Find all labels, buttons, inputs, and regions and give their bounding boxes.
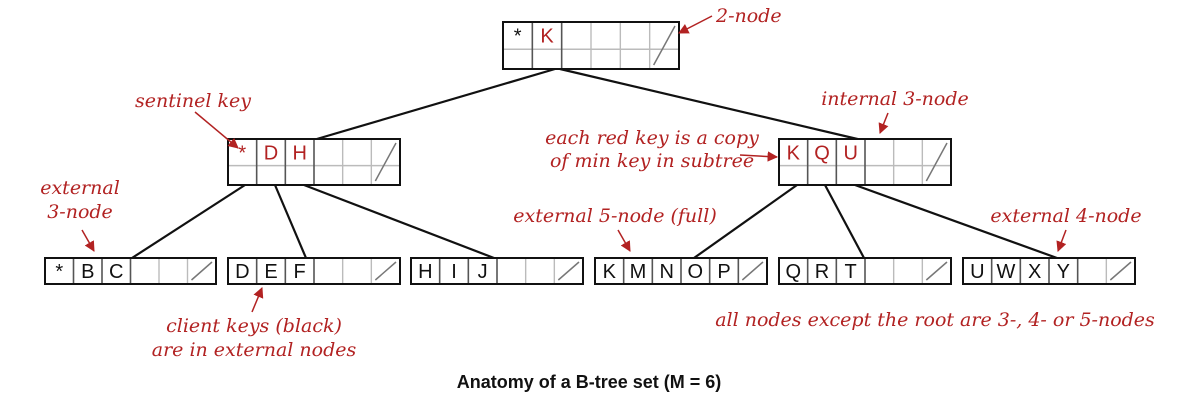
node-key: * bbox=[514, 26, 522, 48]
node-key: * bbox=[55, 261, 63, 283]
node-key: O bbox=[688, 261, 704, 283]
null-slot-slash bbox=[191, 261, 213, 281]
btree-node-root: *K bbox=[502, 21, 680, 70]
null-slot-slash bbox=[925, 261, 948, 281]
null-slot-slash bbox=[374, 261, 397, 281]
node-key: H bbox=[292, 142, 306, 164]
node-key: E bbox=[264, 261, 277, 283]
node-key: K bbox=[603, 261, 617, 283]
label-red-key-line1: each red key is a copy bbox=[545, 127, 759, 149]
node-border bbox=[778, 138, 952, 186]
edge-right-leaf4 bbox=[693, 184, 798, 259]
label-client-keys-line2: are in external nodes bbox=[152, 339, 357, 361]
null-slot-slash bbox=[557, 261, 580, 281]
label-external-3-node-line2: 3-node bbox=[47, 201, 113, 223]
label-sentinel-key: sentinel key bbox=[135, 90, 251, 112]
label-red-key-line2: of min key in subtree bbox=[550, 150, 754, 172]
label-external-4-node: external 4-node bbox=[990, 205, 1141, 227]
node-key: * bbox=[238, 142, 246, 164]
label-client-keys-line1: client keys (black) bbox=[166, 315, 342, 337]
edge-root-right bbox=[559, 67, 867, 143]
node-key: B bbox=[81, 261, 94, 283]
node-key: N bbox=[659, 261, 673, 283]
node-key: U bbox=[843, 142, 857, 164]
annotation-arrows bbox=[81, 15, 1067, 313]
node-border bbox=[594, 257, 768, 285]
arrow-external-3-node bbox=[81, 229, 95, 252]
node-key: J bbox=[478, 261, 488, 283]
node-key: U bbox=[970, 261, 984, 283]
node-border bbox=[227, 257, 401, 285]
edge-root-left bbox=[309, 67, 556, 143]
node-key: C bbox=[109, 261, 123, 283]
null-slot-slash bbox=[925, 142, 948, 182]
node-key: Q bbox=[814, 142, 830, 164]
null-slot-slash bbox=[653, 25, 676, 66]
node-key: K bbox=[787, 142, 801, 164]
arrow-red-key bbox=[739, 151, 779, 162]
node-key: P bbox=[717, 261, 730, 283]
edge-right-leaf5 bbox=[824, 184, 865, 259]
node-key: F bbox=[294, 261, 306, 283]
arrow-client-keys bbox=[251, 287, 264, 313]
node-key: X bbox=[1028, 261, 1041, 283]
arrow-external-5-node bbox=[617, 229, 631, 252]
node-key: K bbox=[540, 26, 554, 48]
node-border bbox=[227, 138, 401, 186]
edge-left-leaf3 bbox=[303, 183, 495, 260]
node-border bbox=[962, 257, 1136, 285]
edge-left-leaf1 bbox=[131, 184, 246, 259]
node-border bbox=[502, 21, 680, 70]
tree-edges bbox=[131, 67, 1058, 260]
node-key: D bbox=[235, 261, 249, 283]
node-key: M bbox=[630, 261, 647, 283]
node-key: R bbox=[815, 261, 829, 283]
label-all-nodes: all nodes except the root are 3-, 4- or … bbox=[715, 309, 1155, 331]
arrow-internal-3-node bbox=[878, 112, 889, 134]
diagram-caption: Anatomy of a B-tree set (M = 6) bbox=[457, 372, 722, 392]
label-external-3-node-line1: external bbox=[40, 177, 120, 199]
node-border bbox=[778, 257, 952, 285]
node-key: H bbox=[418, 261, 432, 283]
null-slot-slash bbox=[741, 261, 764, 281]
label-2-node: 2-node bbox=[715, 5, 782, 27]
node-border bbox=[410, 257, 584, 285]
label-external-5-node: external 5-node (full) bbox=[513, 205, 716, 227]
node-key: W bbox=[997, 261, 1016, 283]
node-key: I bbox=[451, 261, 457, 283]
node-border bbox=[44, 257, 217, 285]
edge-right-leaf6 bbox=[854, 183, 1058, 260]
null-slot-slash bbox=[1109, 261, 1132, 281]
node-key: Q bbox=[786, 261, 802, 283]
arrow-sentinel-key bbox=[194, 111, 239, 149]
arrow-2-node bbox=[678, 15, 713, 34]
edge-left-leaf2 bbox=[273, 184, 308, 259]
label-internal-3-node: internal 3-node bbox=[821, 88, 969, 110]
node-key: T bbox=[845, 261, 857, 283]
node-key: D bbox=[264, 142, 278, 164]
null-slot-slash bbox=[374, 142, 397, 182]
arrow-external-4-node bbox=[1056, 229, 1067, 252]
node-key: Y bbox=[1057, 261, 1070, 283]
